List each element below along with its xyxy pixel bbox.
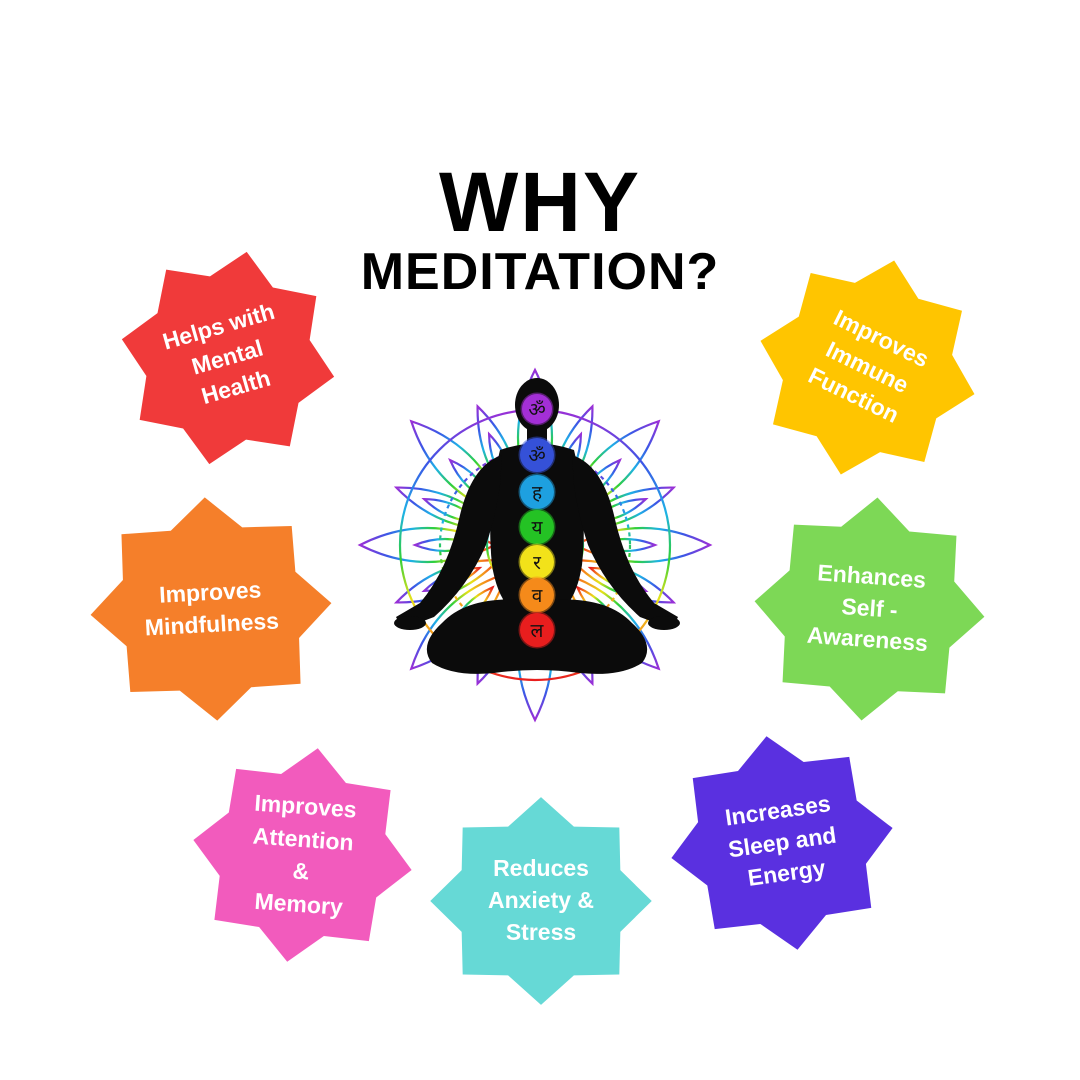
chakra-icon: ॐ [520, 392, 554, 426]
chakra-glyph: व [532, 585, 543, 607]
benefit-badge-anxiety-stress: Reduces Anxiety & Stress [428, 795, 654, 1007]
benefit-badge-mental-health: Helps with Mental Health [118, 248, 338, 468]
chakra-glyph: र [533, 552, 542, 574]
benefit-label-line: Reduces [493, 855, 589, 882]
chakra-icon: र [518, 543, 556, 581]
star-burst-shape [430, 797, 652, 1005]
benefit-label-line: Stress [505, 918, 577, 945]
benefit-label-line: Enhances [816, 559, 927, 594]
benefit-badge-sleep-energy: Increases Sleep and Energy [668, 733, 896, 953]
star-burst-shape [760, 260, 975, 475]
chakra-glyph: ॐ [528, 399, 545, 421]
star-burst-shape [193, 748, 412, 962]
benefit-label-line: Self - [840, 593, 899, 624]
star-burst-shape [121, 251, 335, 465]
benefit-badge-immune-function: Improves Immune Function [755, 255, 980, 480]
benefit-badge-self-awareness: Enhances Self - Awareness [752, 495, 987, 723]
chakra-icon: ॐ [518, 436, 556, 474]
chakra-glyph: ॐ [528, 445, 545, 467]
chakra-icon: ह [518, 473, 556, 511]
title-why: WHY [439, 155, 641, 249]
mandala-ring [438, 448, 632, 642]
benefit-label-line: Attention [252, 821, 355, 855]
chakra-glyph: य [531, 517, 543, 539]
benefit-label-line: Anxiety & [487, 887, 595, 914]
chakra-icon: व [518, 576, 556, 614]
benefit-badge-mindfulness: Improves Mindfulness [88, 495, 334, 723]
star-burst-shape [754, 497, 985, 721]
benefit-label-line: Memory [254, 887, 344, 920]
chakra-icon: य [518, 508, 556, 546]
benefit-badge-attention-memory: Improves Attention & Memory [190, 745, 415, 965]
benefit-label-line: & [292, 857, 311, 885]
chakra-icon: ल [518, 611, 556, 649]
chakra-glyph: ह [532, 482, 543, 504]
chakra-glyph: ल [531, 620, 545, 642]
title-meditation: MEDITATION? [360, 243, 720, 301]
star-burst-shape [671, 736, 893, 950]
star-burst-shape [90, 497, 332, 721]
